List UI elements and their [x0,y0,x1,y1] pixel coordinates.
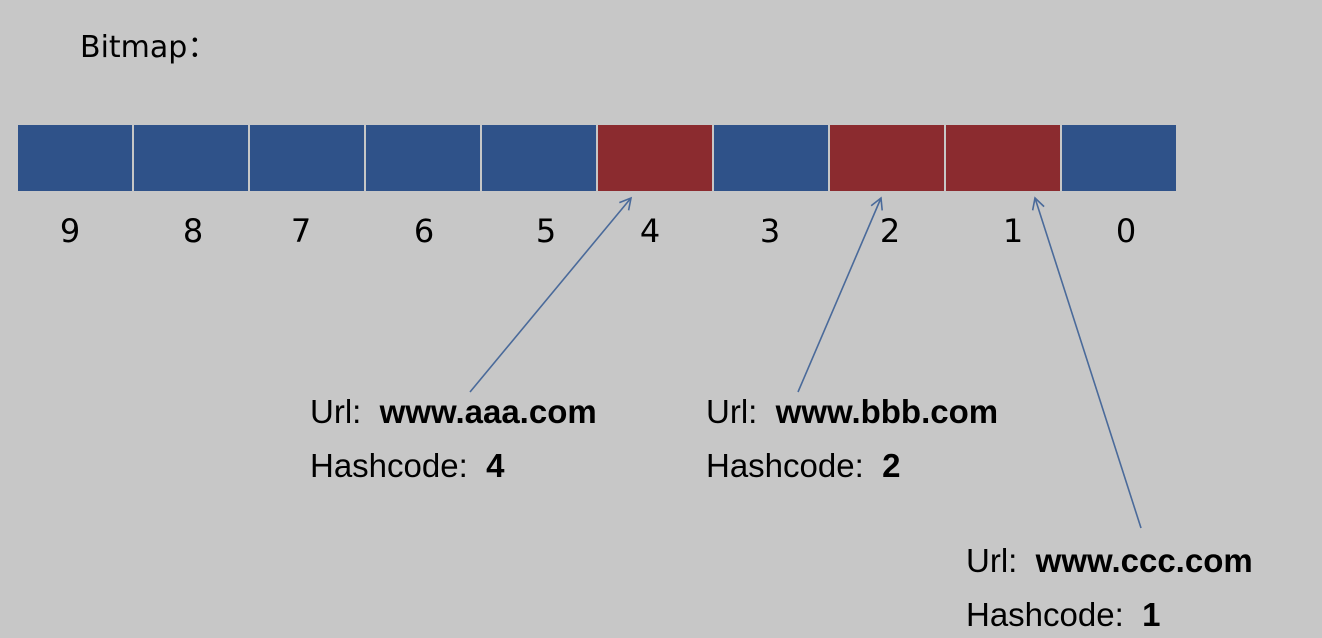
bit-array [18,125,1178,191]
bit-index-3: 3 [759,212,781,250]
bit-index-5: 5 [535,212,557,250]
bit-cell-8 [134,125,248,191]
arrow-aaa-to-bit4 [469,196,633,393]
url-label: Url: [706,393,758,430]
bit-cell-5 [482,125,596,191]
bit-cell-2 [830,125,944,191]
bit-index-8: 8 [182,212,204,250]
url-value: www.aaa.com [379,393,597,430]
bit-cell-7 [250,125,364,191]
bit-index-2: 2 [879,212,901,250]
hashcode-value: 1 [1142,596,1161,633]
bit-cell-4 [598,125,712,191]
bit-cell-6 [366,125,480,191]
bit-cell-9 [18,125,132,191]
bit-index-7: 7 [290,212,312,250]
bit-cell-1 [946,125,1060,191]
url-label: Url: [966,542,1018,579]
hashcode-value: 2 [882,447,901,484]
url-value: www.ccc.com [1035,542,1253,579]
entry-hash-line: Hashcode: 1 [966,588,1253,638]
hashcode-label: Hashcode: [706,447,864,484]
entry-hash-line: Hashcode: 2 [706,439,998,493]
hashcode-value: 4 [486,447,505,484]
arrow-ccc-to-bit1 [1031,196,1142,529]
entry-bbb: Url: www.bbb.com Hashcode: 2 [706,385,998,493]
entry-url-line: Url: www.aaa.com [310,385,597,439]
entry-ccc: Url: www.ccc.com Hashcode: 1 [966,534,1253,638]
entry-url-line: Url: www.ccc.com [966,534,1253,588]
bit-index-9: 9 [59,212,81,250]
entry-hash-line: Hashcode: 4 [310,439,597,493]
entry-aaa: Url: www.aaa.com Hashcode: 4 [310,385,597,493]
bit-index-1: 1 [1002,212,1024,250]
bit-cell-0 [1062,125,1176,191]
bit-index-4: 4 [639,212,661,250]
arrow-bbb-to-bit2 [797,196,883,393]
url-value: www.bbb.com [775,393,999,430]
hashcode-label: Hashcode: [966,596,1124,633]
diagram-title: Bitmap： [80,30,218,65]
url-label: Url: [310,393,362,430]
bit-cell-3 [714,125,828,191]
bit-index-6: 6 [413,212,435,250]
entry-url-line: Url: www.bbb.com [706,385,998,439]
hashcode-label: Hashcode: [310,447,468,484]
bit-index-0: 0 [1115,212,1137,250]
